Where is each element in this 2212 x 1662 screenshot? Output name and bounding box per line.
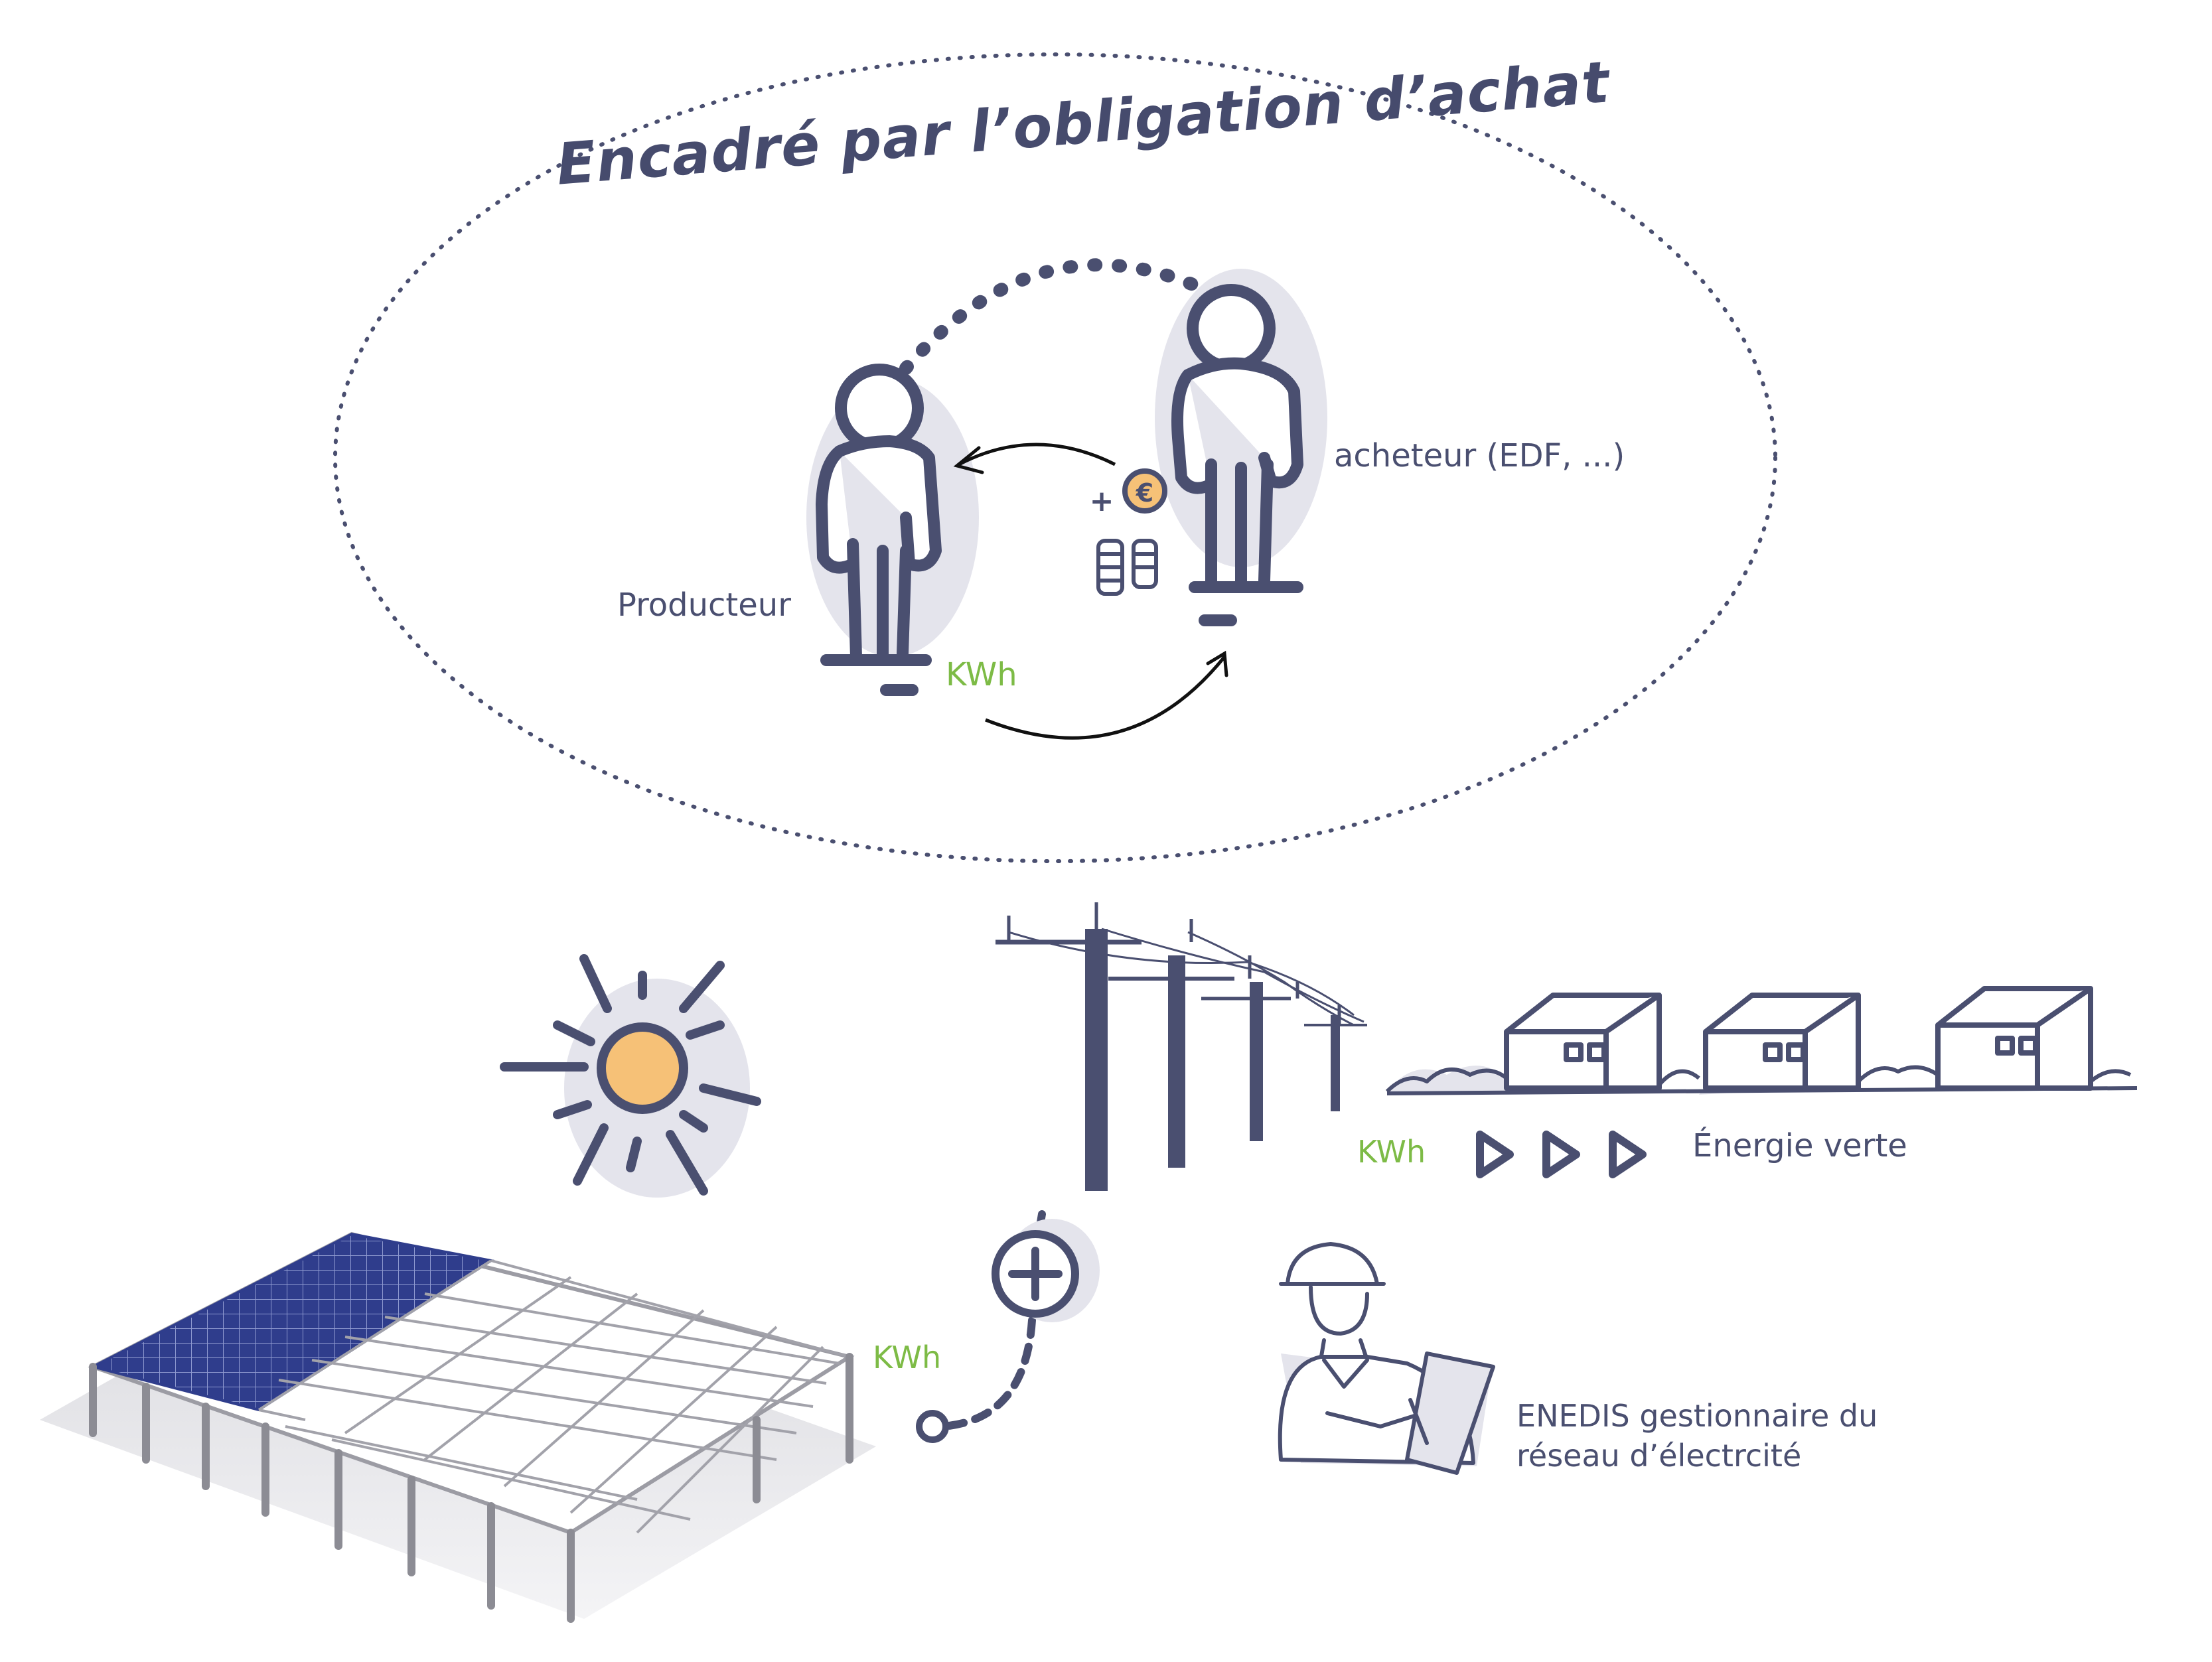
coin-stack-icon xyxy=(1096,539,1158,596)
enedis-label-line1: ENEDIS gestionnaire du xyxy=(1516,1398,1878,1434)
money-flow-arrow xyxy=(958,443,1116,466)
obligation-frame xyxy=(333,52,1777,863)
euro-coin-icon: € xyxy=(1122,468,1167,514)
kwh-farm-label: KWh xyxy=(873,1340,942,1375)
plus-sign-icon: + xyxy=(1090,484,1114,518)
enedis-worker-icon xyxy=(1278,1242,1495,1475)
euro-symbol: € xyxy=(1136,478,1153,508)
power-poles-icon xyxy=(995,902,1367,1191)
buyer-label: acheteur (EDF, ...) xyxy=(1334,437,1625,474)
producer-label: Producteur xyxy=(617,587,791,624)
kwh-exchange-label: KWh xyxy=(946,656,1017,693)
relation-dotted-arc xyxy=(899,258,1201,375)
kwh-flow-arrow xyxy=(985,656,1226,740)
energy-flow-arrows-icon xyxy=(1476,1131,1647,1178)
buyer-person-icon xyxy=(1155,269,1327,626)
producer-person-icon xyxy=(806,364,979,696)
enedis-label: ENEDIS gestionnaire du réseau d’électrci… xyxy=(1516,1397,1878,1476)
connection-node-icon xyxy=(916,1410,949,1443)
sun-icon xyxy=(500,954,761,1198)
solar-farm-structure-icon xyxy=(40,1231,876,1623)
houses-icon xyxy=(1385,986,2138,1095)
kwh-grid-label: KWh xyxy=(1357,1134,1426,1170)
grid-injection-plus-icon xyxy=(992,1219,1100,1322)
enedis-label-line2: réseau d’électrcité xyxy=(1516,1437,1802,1474)
green-energy-label: Énergie verte xyxy=(1692,1127,1907,1164)
